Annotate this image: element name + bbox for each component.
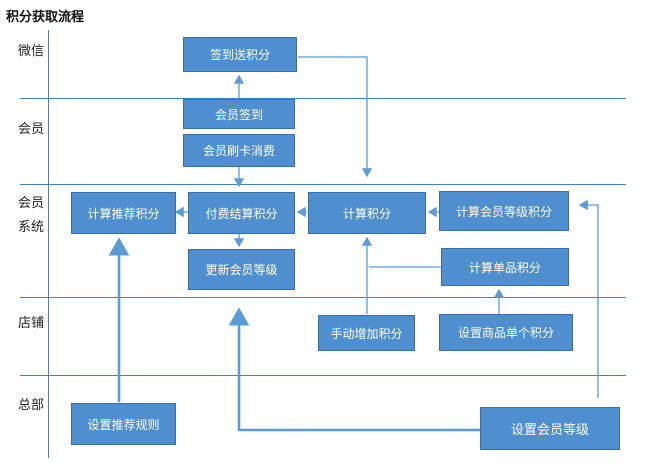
lane-divider	[20, 184, 626, 185]
node-set-referral-rules: 设置推荐规则	[71, 403, 176, 445]
lane-label-wechat: 微信	[18, 44, 45, 59]
node-calc-level-points: 计算会员等级积分	[439, 191, 569, 231]
lane-label-member: 会员	[18, 122, 45, 137]
lane-divider	[20, 297, 626, 298]
node-update-member-level: 更新会员等级	[188, 249, 295, 290]
lane-divider-vertical	[48, 30, 49, 458]
node-checkin-bonus: 签到送积分	[183, 37, 297, 72]
node-calc-referral-points: 计算推荐积分	[71, 192, 176, 234]
node-member-card-spend: 会员刷卡消费	[183, 134, 295, 167]
page-title: 积分获取流程	[6, 10, 85, 25]
node-set-member-level: 设置会员等级	[480, 407, 620, 450]
node-payment-settle-points: 付费结算积分	[188, 192, 295, 234]
arrow-setlevel-to-levelpoints	[578, 199, 599, 398]
node-member-checkin: 会员签到	[183, 99, 295, 129]
node-calc-points: 计算积分	[308, 192, 426, 234]
lane-label-member-system: 会员系统	[18, 196, 45, 235]
node-set-item-points: 设置商品单个积分	[439, 314, 573, 351]
arrow-setlevel-to-update	[228, 307, 480, 432]
lane-label-store: 店铺	[18, 316, 45, 331]
lane-label-hq: 总部	[18, 398, 45, 413]
node-calc-item-points: 计算单品积分	[441, 248, 569, 286]
arrow-bonus-to-calc-points	[298, 56, 373, 178]
node-manual-add-points: 手动增加积分	[318, 315, 415, 351]
lane-divider	[20, 375, 626, 376]
lane-divider	[20, 98, 626, 99]
